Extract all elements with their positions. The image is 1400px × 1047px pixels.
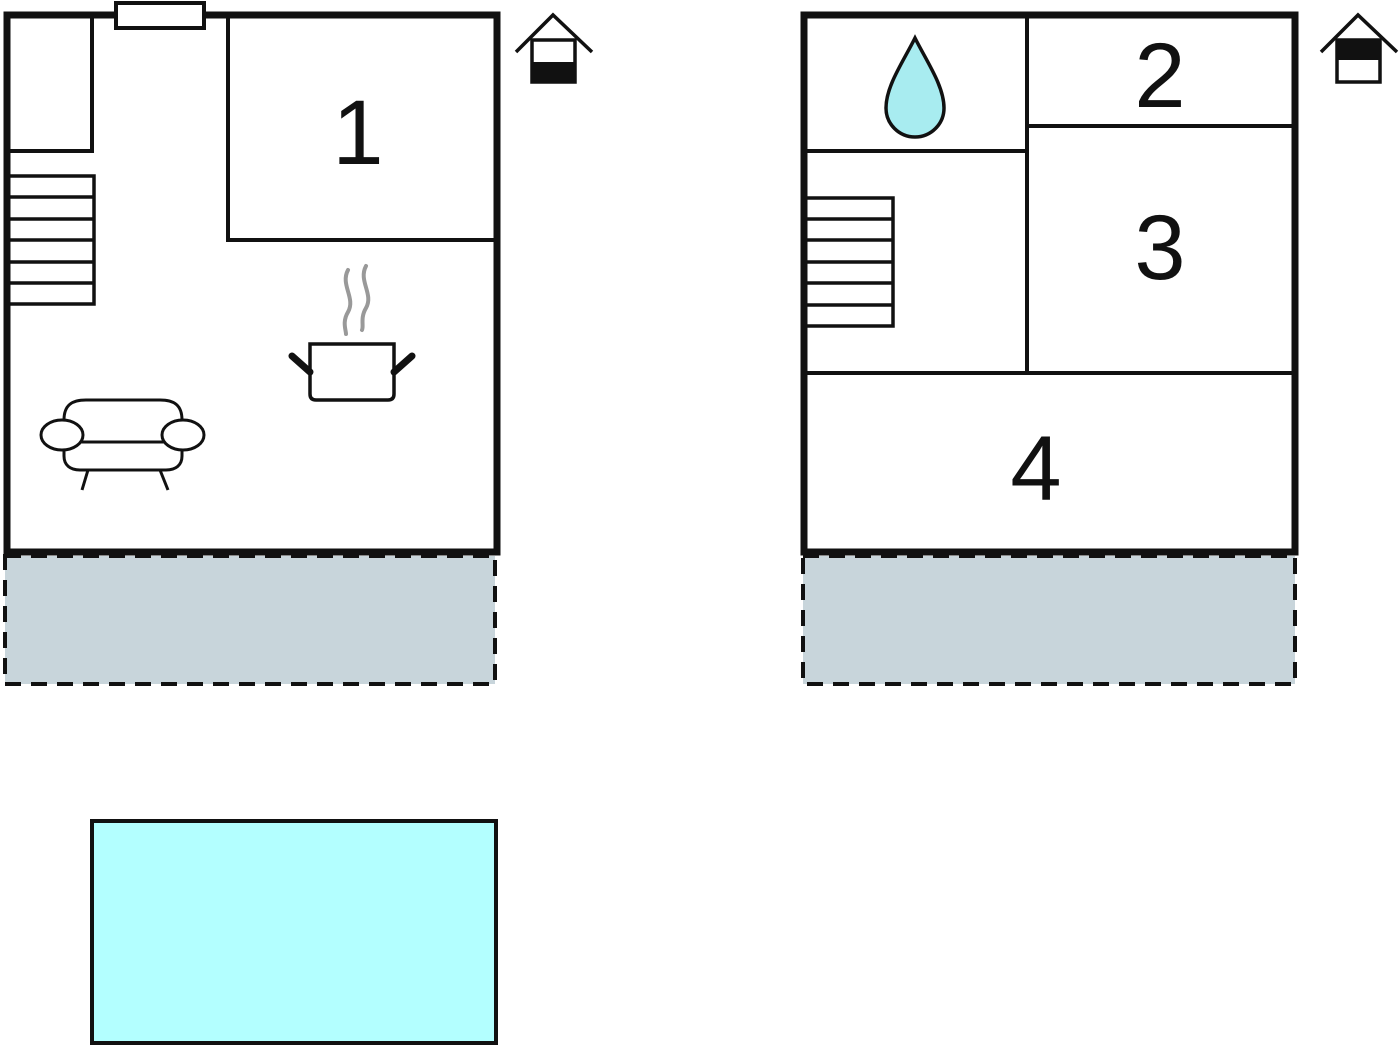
- bedroom-1-wall: [226, 18, 494, 242]
- fireplace-icon: [114, 1, 206, 30]
- room-number-2: 2: [1134, 25, 1185, 127]
- ground-floor-closet: [10, 17, 94, 153]
- upper-floor-terrace: [801, 554, 1297, 686]
- kitchen-pot-icon: [288, 264, 416, 402]
- bathroom-water-drop-icon: [884, 34, 946, 139]
- house-ground-floor-icon: [514, 12, 594, 84]
- ground-floor-plan: 1: [3, 1, 594, 686]
- room-number-1: 1: [332, 82, 383, 184]
- ground-floor-terrace: [3, 554, 497, 686]
- swimming-pool: [90, 819, 498, 1045]
- upper-floor-interior-walls: [807, 18, 1292, 375]
- room-number-3: 3: [1134, 197, 1185, 299]
- staircase-icon: [10, 174, 96, 306]
- upper-floor-plan: 2 3 4: [800, 11, 1399, 686]
- house-upper-floor-icon: [1319, 12, 1399, 84]
- room-number-4: 4: [1010, 418, 1061, 520]
- staircase-icon: [807, 196, 895, 328]
- sofa-icon: [39, 398, 206, 491]
